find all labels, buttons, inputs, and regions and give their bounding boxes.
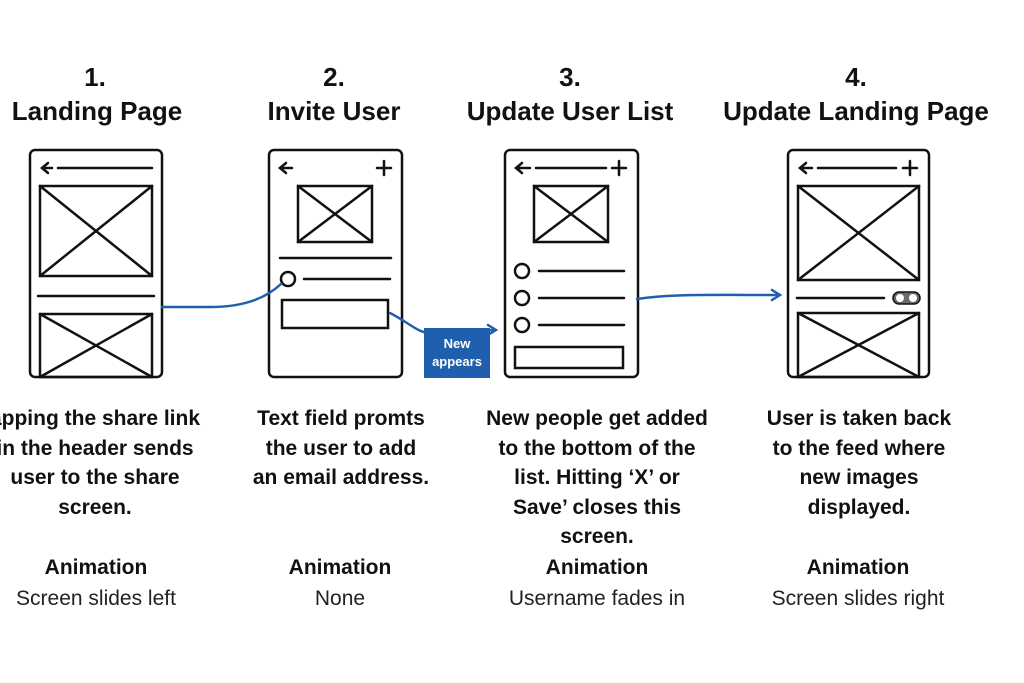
arrowhead-icon: [486, 323, 499, 337]
connector-3-to-4: [635, 293, 780, 301]
step-2-animation-label: Animation: [288, 556, 392, 579]
desc-line: apping the share link: [0, 407, 201, 430]
step-3-description: New people get added to the bottom of th…: [462, 404, 732, 552]
step-2-animation-value: None: [314, 587, 366, 610]
connector-1-to-2: [160, 282, 283, 309]
back-arrow-icon: [514, 161, 532, 175]
badge-line-1: New: [443, 336, 471, 351]
step-4-title: Update Landing Page: [723, 96, 989, 126]
radio-icon: [513, 289, 531, 307]
radio-icon: [513, 262, 531, 280]
desc-line: Save’ closes this: [512, 495, 682, 519]
step-2-title: Invite User: [267, 96, 401, 126]
desc-line: an email address.: [252, 466, 430, 489]
plus-icon: [375, 159, 393, 177]
step-2-number: 2.: [323, 62, 345, 92]
step-4-description: User is taken back to the feed where new…: [731, 404, 987, 522]
image-placeholder-icon: [38, 312, 154, 379]
desc-line: user to the share: [10, 466, 180, 489]
desc-line: screen.: [560, 525, 634, 548]
toggle-icon: [892, 291, 921, 305]
wireframe-invite-user: [267, 148, 404, 379]
image-placeholder-icon: [38, 184, 154, 278]
email-text-field: [280, 298, 390, 330]
back-arrow-icon: [278, 161, 294, 175]
step-4-animation-label: Animation: [806, 556, 910, 579]
wireframe-landing-page: [28, 148, 164, 379]
image-placeholder-icon: [796, 184, 921, 282]
save-button-placeholder: [513, 345, 625, 370]
radio-icon: [279, 270, 297, 288]
desc-line: to the feed where: [772, 436, 946, 460]
arrowhead-icon: [770, 288, 783, 302]
step-1-number: 1.: [84, 62, 106, 92]
step-3-number: 3.: [559, 62, 581, 92]
wireframe-update-landing-page: [786, 148, 931, 379]
desc-line: new images: [799, 466, 919, 489]
desc-line: the user to add: [265, 436, 417, 460]
step-3-animation-label: Animation: [545, 556, 649, 579]
plus-icon: [610, 159, 628, 177]
back-arrow-icon: [40, 161, 54, 175]
step-4-number: 4.: [845, 62, 867, 92]
back-arrow-icon: [798, 161, 814, 175]
radio-icon: [513, 316, 531, 334]
badge-line-2: appears: [432, 354, 482, 369]
desc-line: User is taken back: [766, 407, 952, 430]
step-3-animation-value: Username fades in: [508, 587, 686, 610]
new-appears-badge: New appears: [424, 328, 490, 378]
desc-line: in the header sends: [0, 436, 194, 460]
desc-line: list. Hitting ‘X’ or: [514, 466, 680, 489]
desc-line: screen.: [58, 495, 132, 519]
desc-line: New people get added: [486, 407, 708, 430]
wireframe-update-user-list: [503, 148, 640, 379]
image-placeholder-icon: [532, 184, 610, 244]
step-1-title: Landing Page: [11, 96, 183, 126]
step-3-title: Update User List: [466, 96, 674, 126]
step-1-animation-label: Animation: [44, 556, 148, 579]
step-1-description: apping the share link in the header send…: [0, 404, 230, 522]
step-2-description: Text field promts the user to add an ema…: [221, 404, 461, 493]
image-placeholder-icon: [296, 184, 374, 244]
plus-icon: [901, 159, 919, 177]
image-placeholder-icon: [796, 311, 921, 379]
desc-line: to the bottom of the: [498, 436, 696, 460]
desc-line: displayed.: [807, 495, 911, 519]
step-4-animation-value: Screen slides right: [771, 587, 945, 610]
step-1-animation-value: Screen slides left: [16, 587, 176, 610]
desc-line: Text field promts: [257, 407, 425, 430]
